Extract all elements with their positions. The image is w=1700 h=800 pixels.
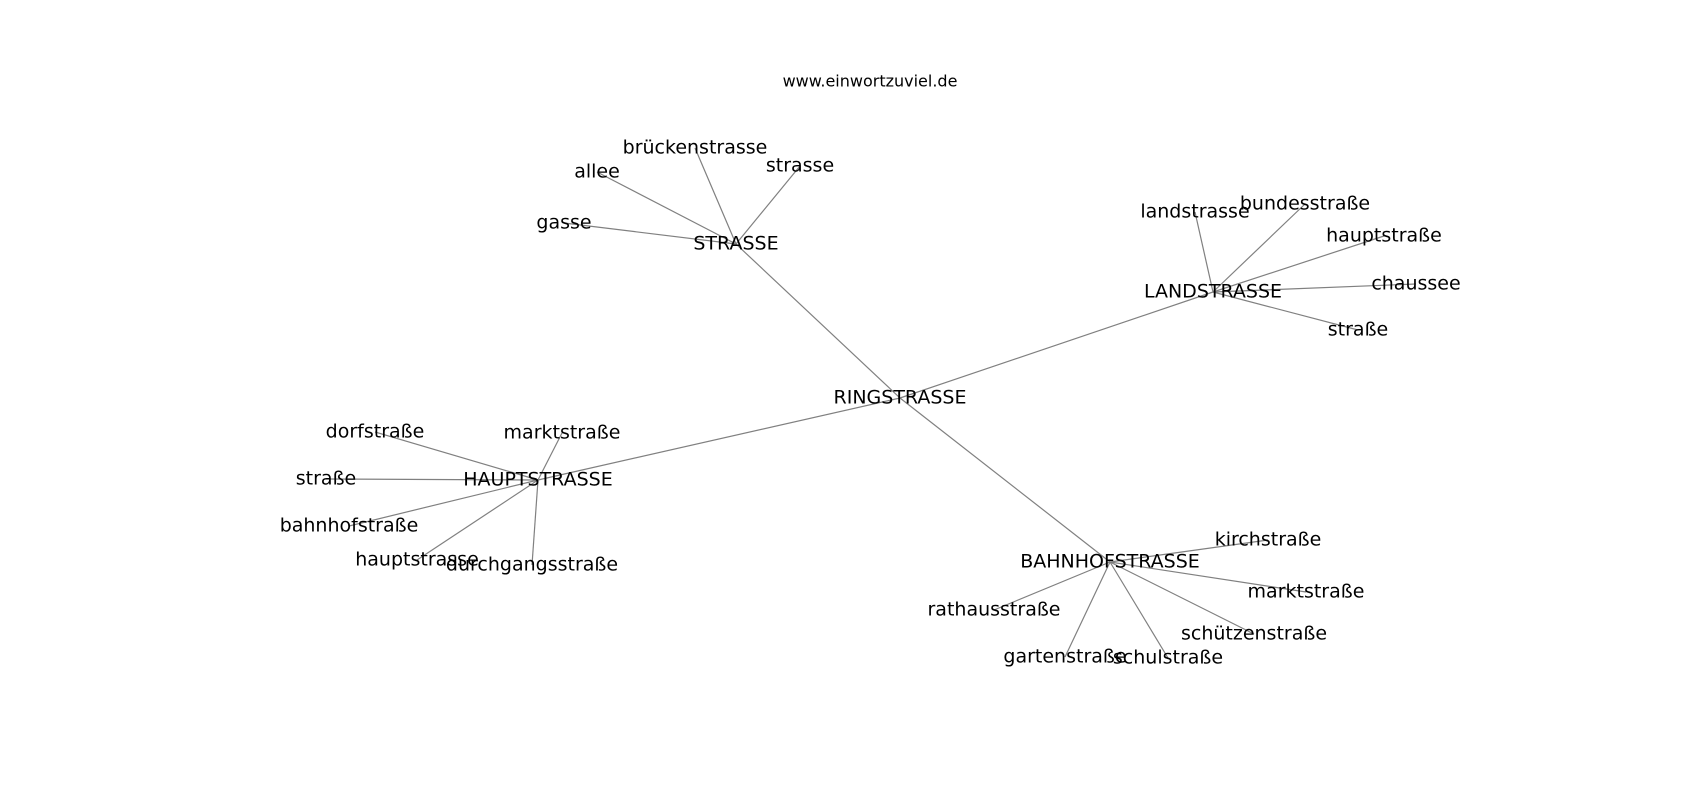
site-url: www.einwortzuviel.de bbox=[783, 72, 958, 91]
edge-hub-leaf bbox=[1064, 561, 1111, 658]
root-node-label: RINGSTRASSE bbox=[834, 387, 967, 409]
edge-hub-leaf bbox=[993, 561, 1111, 611]
edge-hub-leaf bbox=[1212, 291, 1359, 331]
leaf-node-label: bahnhofstraße bbox=[280, 515, 419, 537]
edge-hub-leaf bbox=[537, 432, 563, 481]
edge-hub-leaf bbox=[1212, 235, 1385, 293]
edge-hub-leaf bbox=[416, 479, 539, 561]
leaf-node-label: gartenstraße bbox=[1003, 646, 1126, 668]
hub-node-label: LANDSTRASSE bbox=[1144, 281, 1282, 303]
edge-root-hub bbox=[899, 397, 1111, 563]
hub-node-label: BAHNHOFSTRASSE bbox=[1020, 551, 1200, 573]
edge-hub-leaf bbox=[1212, 283, 1417, 293]
leaf-node-label: chaussee bbox=[1371, 273, 1460, 295]
graph-nodes: RINGSTRASSESTRASSEalleebrückenstrassestr… bbox=[280, 137, 1461, 669]
leaf-node-label: marktstraße bbox=[1248, 581, 1365, 603]
graph-edges bbox=[325, 147, 1417, 659]
leaf-node-label: landstrasse bbox=[1140, 201, 1249, 223]
leaf-node-label: schützenstraße bbox=[1181, 623, 1327, 645]
edge-root-hub bbox=[899, 291, 1214, 399]
edge-root-hub bbox=[735, 243, 901, 399]
hub-node-label: STRASSE bbox=[693, 233, 778, 255]
edge-hub-leaf bbox=[348, 479, 539, 527]
leaf-node-label: hauptstraße bbox=[1326, 225, 1442, 247]
leaf-node-label: straße bbox=[1328, 319, 1388, 341]
leaf-node-label: kirchstraße bbox=[1215, 529, 1322, 551]
edge-hub-leaf bbox=[325, 478, 539, 481]
leaf-node-label: straße bbox=[296, 468, 356, 490]
edge-hub-leaf bbox=[563, 222, 737, 245]
leaf-node-label: durchgangsstraße bbox=[446, 554, 618, 576]
leaf-node-label: rathausstraße bbox=[928, 599, 1061, 621]
leaf-node-label: schulstraße bbox=[1113, 647, 1223, 669]
edge-root-hub bbox=[537, 397, 901, 481]
leaf-node-label: bundesstraße bbox=[1240, 193, 1370, 215]
edge-hub-leaf bbox=[596, 171, 737, 245]
leaf-node-label: allee bbox=[574, 161, 620, 183]
leaf-node-label: dorfstraße bbox=[326, 421, 425, 443]
leaf-node-label: brückenstrasse bbox=[623, 137, 768, 159]
leaf-node-label: marktstraße bbox=[504, 422, 621, 444]
leaf-node-label: gasse bbox=[536, 212, 591, 234]
hub-node-label: HAUPTSTRASSE bbox=[463, 469, 612, 491]
edge-hub-leaf bbox=[1109, 561, 1307, 593]
edge-hub-leaf bbox=[1212, 203, 1306, 293]
edge-hub-leaf bbox=[531, 479, 539, 566]
edge-hub-leaf bbox=[374, 431, 539, 481]
edge-hub-leaf bbox=[1194, 211, 1214, 293]
edge-hub-leaf bbox=[1109, 561, 1169, 659]
edge-hub-leaf bbox=[735, 165, 801, 245]
edge-hub-leaf bbox=[694, 147, 737, 245]
edge-hub-leaf bbox=[1109, 539, 1269, 563]
leaf-node-label: strasse bbox=[766, 155, 834, 177]
leaf-node-label: hauptstrasse bbox=[355, 549, 479, 571]
edge-hub-leaf bbox=[1109, 561, 1255, 635]
